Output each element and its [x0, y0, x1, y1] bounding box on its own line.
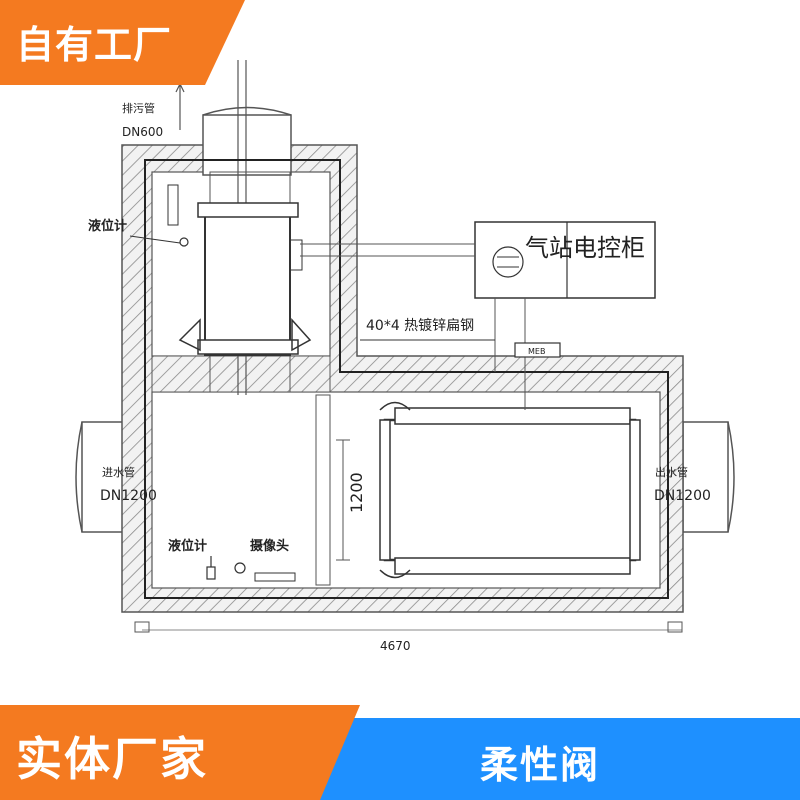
width-dimension-label: 4670 [380, 639, 411, 653]
height-dimension [336, 439, 350, 561]
camera [234, 562, 296, 582]
cabinet-label: 气站电控柜 [525, 234, 645, 262]
bottom-left-banner: 实体厂家 [0, 705, 360, 800]
bottom-right-banner-text: 柔性阀 [480, 743, 601, 787]
level-meter-bottom [206, 556, 216, 580]
meb-label: MEB [528, 347, 545, 356]
inlet-dn-label: DN1200 [100, 488, 157, 504]
drain-dn-label: DN600 [122, 125, 163, 139]
height-dimension-label: 1200 [347, 472, 366, 513]
drain-pipe [175, 60, 292, 395]
grounding-line [144, 159, 669, 599]
camera-label: 摄像头 [250, 538, 289, 554]
width-dimension [134, 621, 683, 633]
flat-steel-label: 40*4 热镀锌扁钢 [366, 317, 474, 334]
top-left-banner: 自有工厂 [0, 0, 245, 85]
level-meter-top-label: 液位计 [88, 218, 127, 234]
bottom-left-banner-text: 实体厂家 [16, 732, 208, 786]
inlet-pipe-label: 进水管 [102, 465, 135, 479]
level-meter-bottom-label: 液位计 [168, 538, 207, 554]
lower-valve [315, 394, 641, 586]
bottom-right-banner: 柔性阀 [280, 718, 800, 800]
meb-box [514, 342, 561, 358]
electric-cabinet [300, 221, 656, 410]
top-left-banner-text: 自有工厂 [16, 23, 173, 67]
outlet-pipe-label: 出水管 [655, 465, 688, 479]
upper-valve [167, 184, 312, 356]
outlet-pipe [682, 421, 735, 533]
drain-pipe-label: 排污管 [122, 101, 155, 115]
outlet-dn-label: DN1200 [654, 488, 711, 504]
